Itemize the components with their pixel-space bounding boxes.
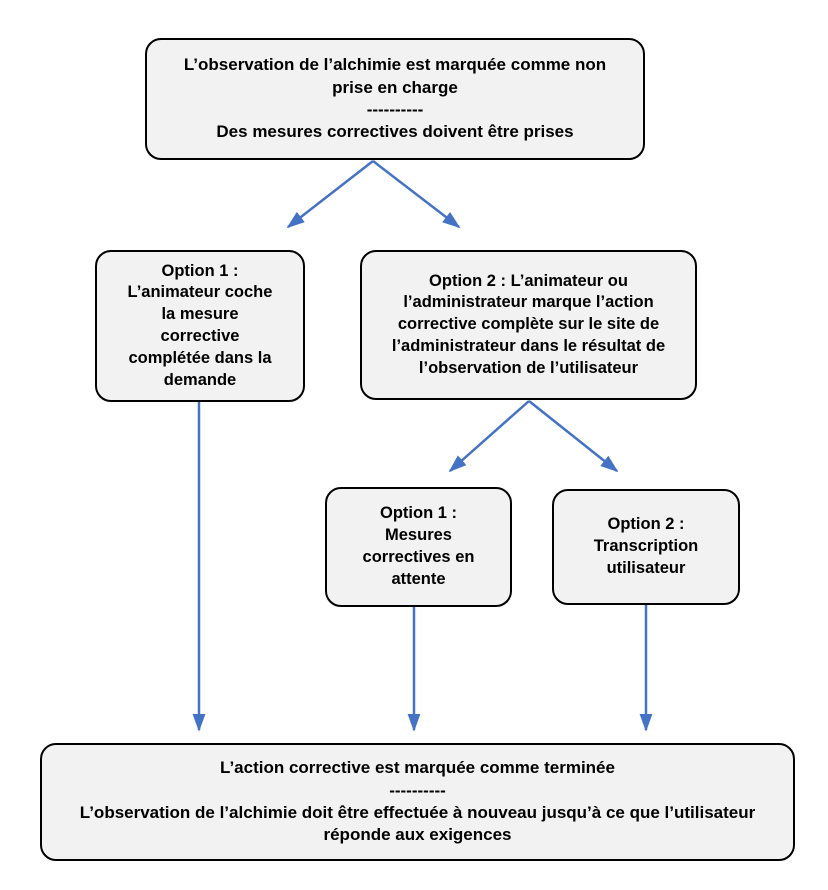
node-root-line1: L’observation de l’alchimie est marquée … bbox=[183, 55, 607, 97]
node-sub-option1-title: Option 1 : bbox=[380, 504, 457, 523]
node-sub-option1-body: Mesures correctives en attente bbox=[362, 526, 475, 588]
node-root-line2: Des mesures correctives doivent être pri… bbox=[216, 122, 574, 142]
arrow-option2-to-sub-option1 bbox=[448, 400, 530, 473]
node-sub-option2-body: Transcription utilisateur bbox=[593, 537, 699, 577]
node-option1: Option 1 : L’animateur coche la mesure c… bbox=[95, 250, 305, 402]
node-option2: Option 2 : L’animateur ou l’administrate… bbox=[360, 250, 697, 400]
node-final-line2: L’observation de l’alchimie doit être ef… bbox=[79, 803, 756, 845]
node-option1-body: L’animateur coche la mesure corrective c… bbox=[127, 283, 273, 389]
node-option2-body: Option 2 : L’animateur ou l’administrate… bbox=[391, 271, 666, 377]
node-final-line1: L’action corrective est marquée comme te… bbox=[220, 758, 615, 778]
node-sub-option1: Option 1 : Mesures correctives en attent… bbox=[325, 487, 512, 607]
arrow-root-to-option2 bbox=[372, 160, 461, 229]
node-sub-option2-title: Option 2 : bbox=[607, 515, 685, 534]
node-final: L’action corrective est marquée comme te… bbox=[40, 743, 795, 861]
node-option1-title: Option 1 : bbox=[161, 261, 239, 280]
node-root: L’observation de l’alchimie est marquée … bbox=[145, 38, 645, 160]
node-root-divider: ---------- bbox=[366, 100, 424, 119]
node-final-divider: ---------- bbox=[389, 780, 446, 800]
node-sub-option2: Option 2 : Transcription utilisateur bbox=[552, 489, 740, 605]
arrow-root-to-option1 bbox=[286, 160, 374, 229]
arrow-option2-to-sub-option2 bbox=[528, 400, 619, 473]
